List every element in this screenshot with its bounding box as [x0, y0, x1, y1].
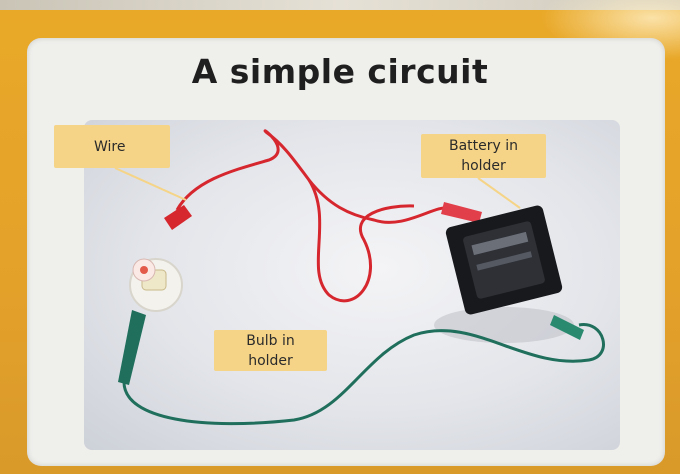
wire-label-text: Wire	[94, 138, 126, 155]
red-wire-loop	[307, 179, 415, 303]
battery-stripe	[471, 231, 529, 256]
screen-top-edge	[0, 0, 680, 10]
bulb-filament	[140, 266, 148, 274]
bulb-label: Bulb in holder	[214, 330, 327, 371]
battery-stripe-2	[476, 251, 533, 271]
bulb-label-text: Bulb in holder	[246, 332, 295, 369]
red-wire	[175, 129, 450, 224]
wire-label: Wire	[54, 125, 170, 168]
slide-title: A simple circuit	[191, 52, 489, 91]
green-wire	[122, 323, 605, 426]
circuit-illustration	[118, 129, 605, 426]
red-clip-battery	[441, 202, 482, 223]
red-clip-bulb	[164, 205, 192, 230]
green-clip-battery	[550, 315, 584, 340]
battery-label: Battery in holder	[421, 134, 546, 178]
green-clip-bulb	[118, 310, 146, 385]
battery-holder	[445, 205, 563, 315]
battery-label-text: Battery in holder	[448, 138, 519, 174]
